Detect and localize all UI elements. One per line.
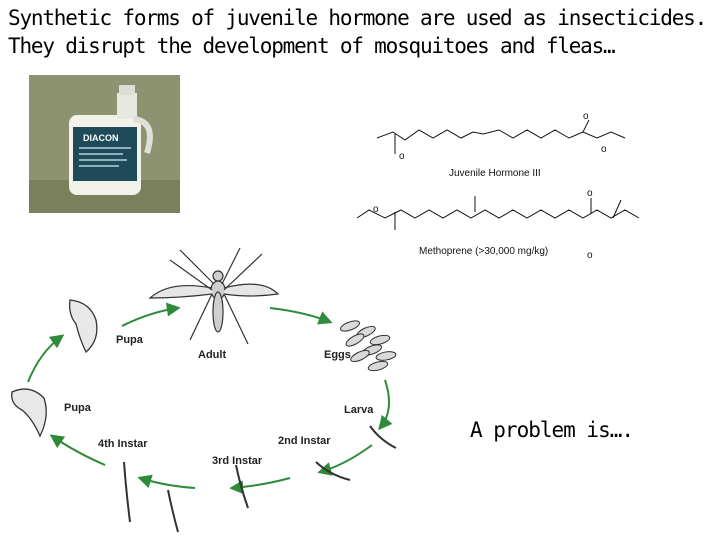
oxygen-atom: o: [587, 188, 593, 199]
arrow-2nd-to-3rd: [229, 477, 291, 495]
oxygen-atom: o: [601, 144, 607, 155]
stage-label-3rd-instar: 3rd Instar: [212, 455, 263, 467]
oxygen-atom: o: [587, 250, 593, 260]
stage-label-eggs: Eggs: [324, 349, 351, 361]
oxygen-atom: o: [399, 151, 405, 162]
stage-label-2nd-instar: 2nd Instar: [278, 435, 331, 447]
stage-label-larva: Larva: [344, 404, 374, 416]
arrow-pupa-to-pupa: [27, 334, 65, 383]
compound-label-jh3: Juvenile Hormone III: [449, 168, 541, 179]
arrow-larva-to-2nd: [317, 444, 373, 476]
jh3-structure: [376, 119, 626, 154]
adult-mosquito: [148, 247, 280, 345]
methoprene-structure: [356, 196, 640, 230]
arrow-eggs-to-larva: [378, 379, 393, 431]
arrow-pupa-to-adult: [121, 302, 181, 327]
problem-text: A problem is….: [470, 418, 634, 442]
title-line-1: Synthetic forms of juvenile hormone are …: [8, 6, 707, 30]
eggs-cluster: [340, 320, 397, 372]
compound-label-methoprene: Methoprene (>30,000 mg/kg): [419, 246, 548, 257]
slide-title: Synthetic forms of juvenile hormone are …: [8, 4, 720, 60]
title-line-2: They disrupt the development of mosquito…: [8, 34, 616, 58]
cycle-arrows: [27, 302, 393, 495]
arrow-3rd-to-4th: [137, 474, 196, 489]
oxygen-atom: o: [583, 111, 589, 122]
larva-4th-instar: [123, 461, 131, 523]
pupa-top: [68, 299, 98, 354]
pupa-left: [11, 388, 47, 438]
stage-label-adult: Adult: [198, 349, 226, 361]
stage-label-pupa-top: Pupa: [116, 334, 144, 346]
chemical-structures: o o o Juvenile Hormone III o o Methopren…: [356, 111, 640, 260]
larva-3rd-instar: [235, 464, 249, 509]
larvae: [123, 425, 397, 533]
pupae: [11, 299, 98, 438]
arrow-adult-to-eggs: [269, 307, 333, 325]
mosquito-life-cycle-diagram: Pupa Adult Eggs Pupa Larva 4th Instar 2n…: [11, 247, 397, 533]
product-photo: DIACON: [29, 75, 180, 213]
larva-2nd-instar: [315, 461, 351, 481]
stage-label-4th-instar: 4th Instar: [98, 438, 148, 450]
larva-1: [369, 425, 397, 449]
product-bottle-image: DIACON: [29, 75, 180, 213]
arrow-4th-to-pupa: [49, 434, 106, 466]
larva-extra: [167, 489, 179, 533]
oxygen-atom: o: [373, 204, 379, 215]
stage-label-pupa-left: Pupa: [64, 402, 92, 414]
bottle-label-text: DIACON: [83, 133, 119, 143]
